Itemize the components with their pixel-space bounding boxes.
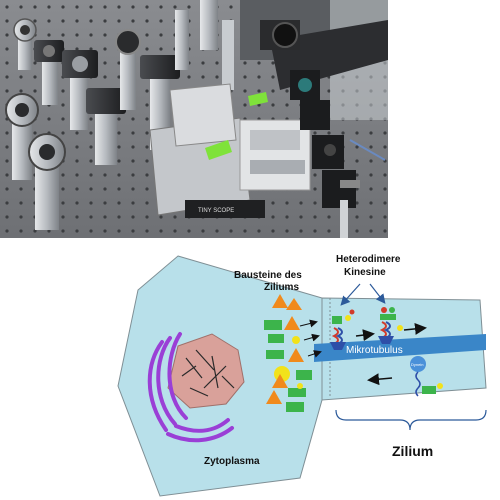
block-triangle [284,316,300,330]
heterodimer-label-line1: Heterodimere [336,254,401,265]
block-rectangle [264,320,282,330]
kinesin-motor-1 [330,309,355,350]
microtubule-label: Mikrotubulus [346,345,403,356]
cilium-building-blocks [264,294,312,412]
cilium-bracket [335,409,487,431]
dynein-motor: Dynein [410,356,443,397]
heterodimer-pointer [369,283,386,304]
heterodimer-pointer [340,283,361,306]
cytoplasm-label: Zytoplasma [204,456,260,467]
dynein-label: Dynein [411,362,423,367]
block-triangle [272,374,288,388]
block-circle [292,336,300,344]
microtubule [314,334,486,362]
block-triangle [286,298,302,310]
block-circle [297,383,303,389]
lens-mount-posts [5,0,234,230]
heterodimer-label-line2: Kinesine [344,267,386,278]
retrograde-arrow [367,373,393,386]
cilium-parts-label-line2: Ziliums [264,282,299,293]
block-rectangle [268,334,284,343]
optical-setup-photo: TINY SCOPE [0,0,388,238]
block-triangle [266,390,282,404]
cilium-label: Zilium [392,443,433,459]
microscope-stage: TINY SCOPE [149,83,311,218]
transport-arrows [299,319,322,358]
block-triangle [272,294,288,308]
stage-plate-label: TINY SCOPE [198,208,234,214]
cilium-parts-label-line1: Bausteine des [234,270,302,281]
anterograde-arrow [403,322,427,335]
cilium-diagram: Mikrotubulus [117,254,487,497]
chromatin [181,349,235,397]
anterograde-arrow [355,329,375,342]
block-rectangle [296,370,312,380]
block-rectangle [266,350,284,359]
kinesin-motor-2 [378,307,403,344]
block-triangle [288,348,304,362]
golgi-apparatus [147,332,234,443]
block-rectangle [288,388,306,397]
block-rectangle [286,402,304,412]
optical-rail [260,20,388,238]
